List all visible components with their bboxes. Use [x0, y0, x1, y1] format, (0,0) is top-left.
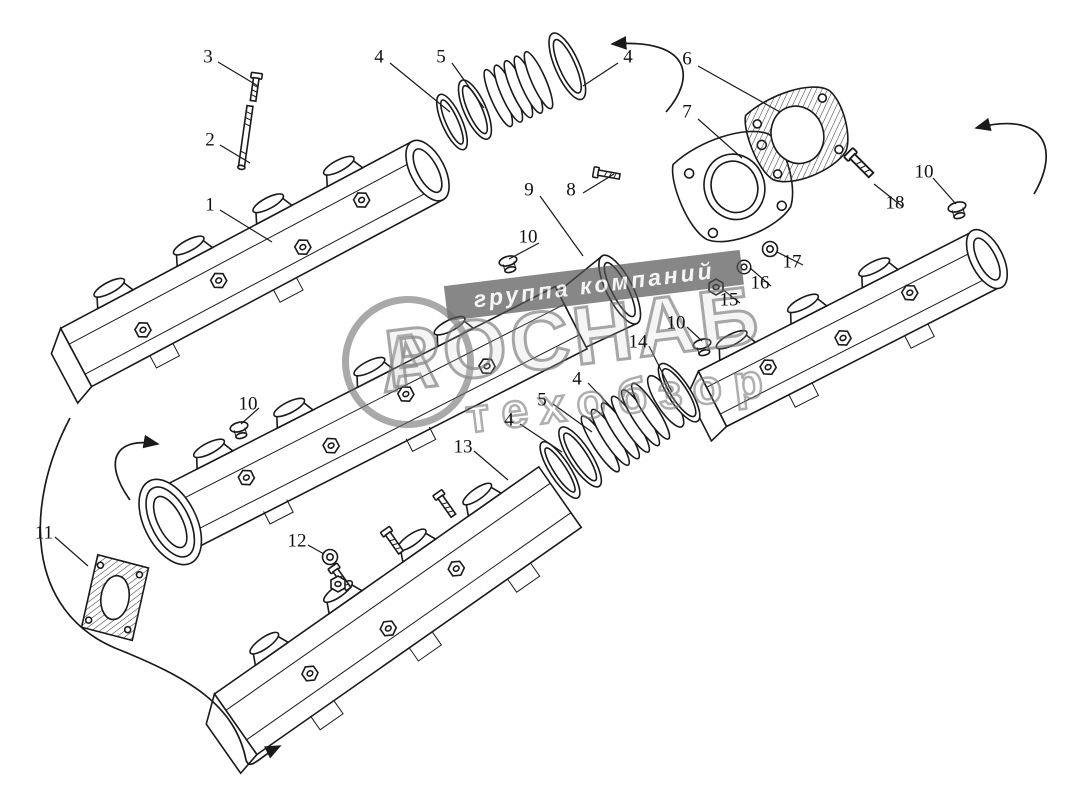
part-label-14: 14	[628, 331, 648, 353]
rotate-arrow-left	[114, 434, 160, 501]
part-label-4c: 4	[572, 368, 582, 390]
rotate-arrow-right	[974, 117, 1048, 195]
leader-lines	[54, 61, 957, 567]
part-label-6: 6	[682, 48, 692, 70]
part-label-3: 3	[203, 46, 213, 68]
part-label-10d: 10	[238, 393, 258, 415]
part-label-8: 8	[566, 179, 576, 201]
part-label-18: 18	[885, 192, 905, 214]
end-gasket	[80, 553, 150, 642]
part-label-4d: 4	[504, 409, 514, 431]
nut-12	[330, 575, 346, 593]
part-label-4b: 4	[623, 46, 633, 68]
bellows-assembly-top	[435, 32, 587, 151]
manifold-top-left	[50, 139, 450, 405]
bolt-8	[591, 165, 622, 183]
part-label-7: 7	[682, 101, 692, 123]
plug-10-c	[691, 336, 715, 359]
bellows-assembly-bottom	[539, 362, 701, 500]
part-label-5b: 5	[537, 389, 547, 411]
bolt-18	[842, 146, 877, 181]
part-label-17: 17	[782, 251, 802, 273]
part-label-10c: 10	[666, 312, 686, 334]
part-label-10b: 10	[914, 161, 934, 183]
part-label-9: 9	[524, 179, 534, 201]
plug-10-b	[228, 419, 252, 442]
bolt-3	[246, 71, 264, 103]
part-label-15: 15	[719, 289, 739, 311]
rotate-arrow-top	[610, 36, 684, 113]
washer-17	[761, 240, 779, 258]
part-label-13: 13	[453, 436, 473, 458]
washer-12	[321, 548, 339, 566]
washer-16	[736, 259, 752, 275]
assembly-path-arrow-bottom	[39, 417, 282, 766]
plug-10-d	[946, 199, 970, 222]
plug-10-a	[497, 253, 521, 276]
part-label-16: 16	[750, 272, 770, 294]
part-label-1: 1	[205, 194, 215, 216]
outlet-gasket	[744, 86, 849, 183]
part-label-12: 12	[287, 530, 307, 552]
part-label-5a: 5	[436, 46, 446, 68]
part-label-4a: 4	[374, 46, 384, 68]
part-label-2: 2	[205, 129, 215, 151]
manifold-right	[686, 228, 1009, 443]
part-label-10a: 10	[518, 226, 538, 248]
part-label-11: 11	[34, 522, 54, 544]
stud-2	[236, 104, 254, 171]
